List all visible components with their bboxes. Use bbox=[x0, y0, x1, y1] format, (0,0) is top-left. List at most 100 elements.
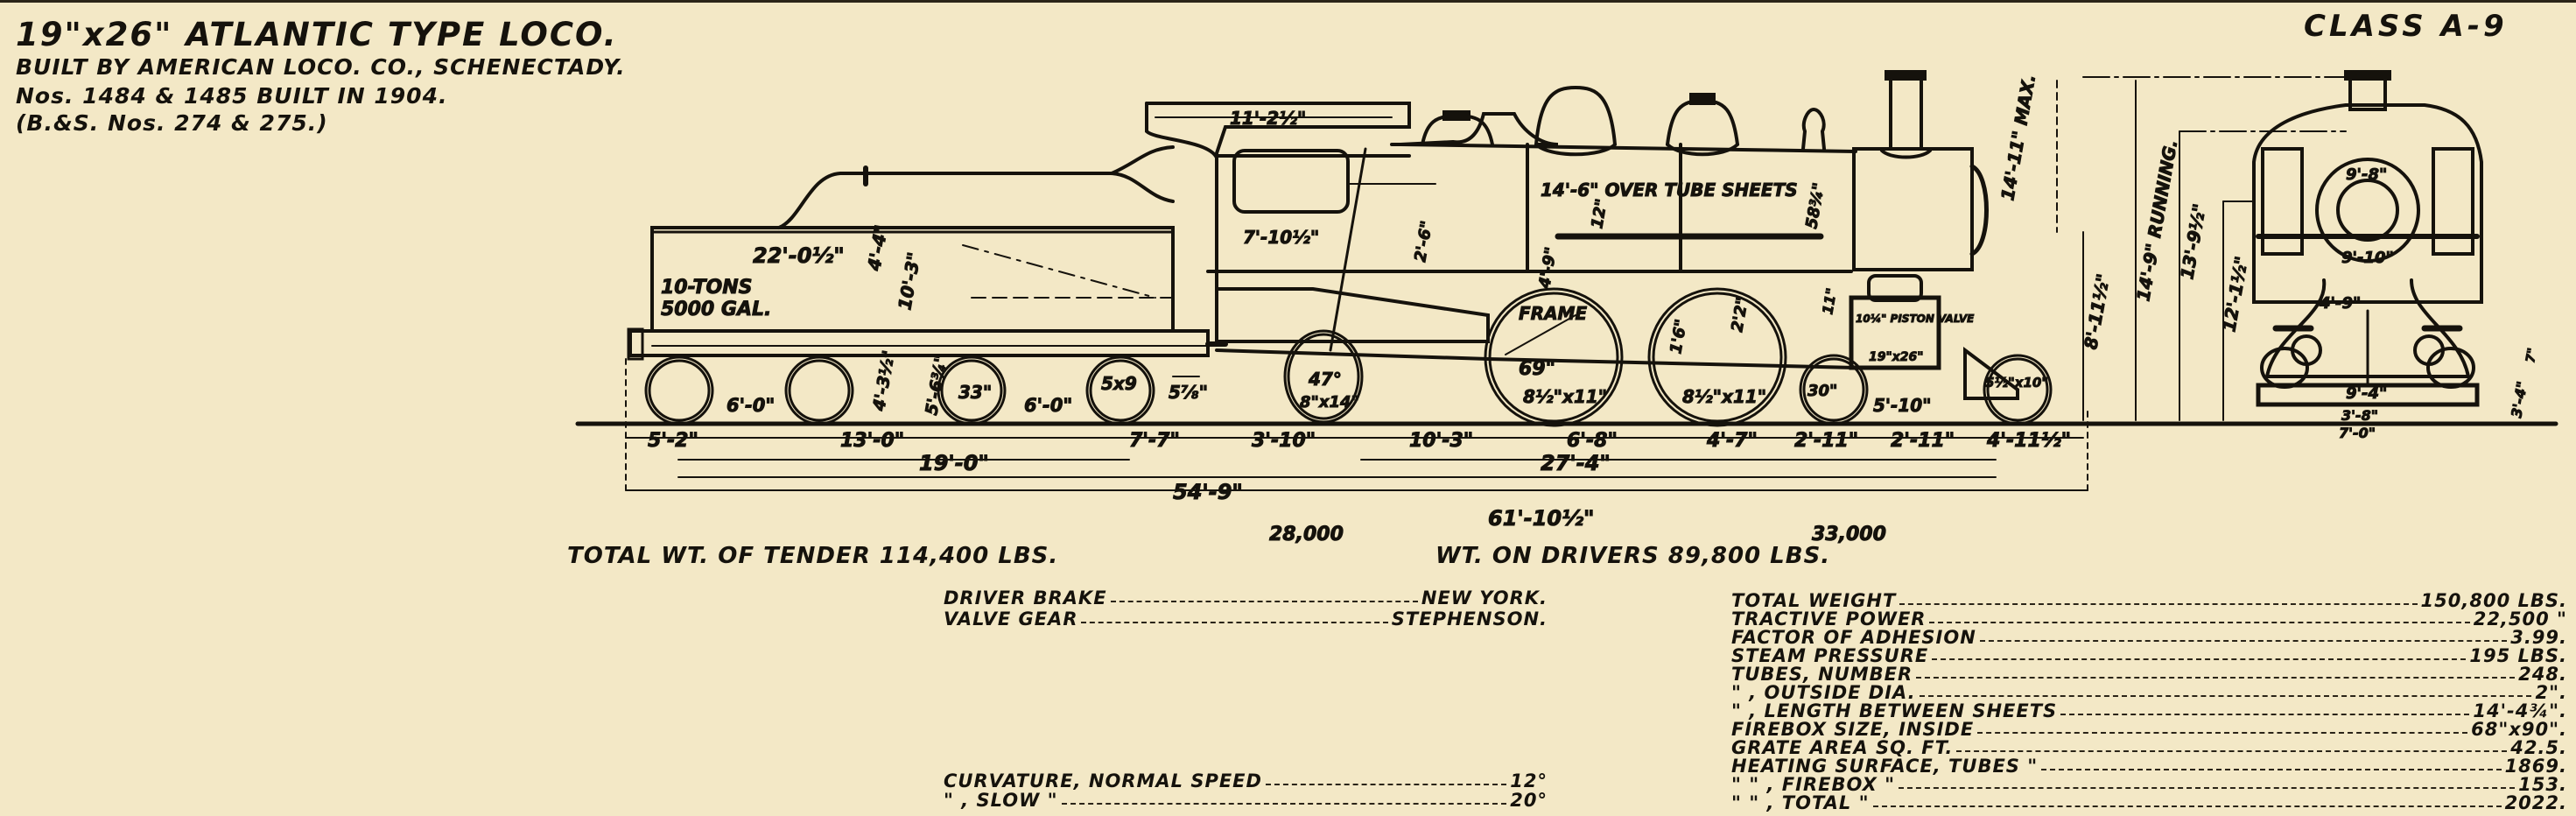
spec-value: STEPHENSON. bbox=[1391, 608, 1548, 630]
dome-height-dim: 13'-9½" bbox=[2176, 202, 2210, 281]
spec-value: 2022. bbox=[2504, 792, 2567, 813]
spec-value: 22,500 " bbox=[2473, 608, 2567, 630]
leader-line bbox=[1919, 684, 2532, 697]
front-view bbox=[2252, 70, 2483, 407]
spec-value: 150,800 LBS. bbox=[2420, 590, 2567, 611]
tender-wheels bbox=[644, 355, 1155, 426]
spec-label: VALVE GEAR bbox=[944, 608, 1078, 630]
leader-line bbox=[1916, 665, 2516, 679]
spec-label: " , LENGTH BETWEEN SHEETS bbox=[1731, 700, 2058, 721]
running-height-dim: 14'-9" RUNNING. bbox=[2132, 138, 2181, 303]
spec-label: " , OUTSIDE DIA. bbox=[1731, 682, 1916, 703]
spec-label: " " , FIREBOX " bbox=[1731, 774, 1896, 795]
front-gauge-outer: 7'-0" bbox=[2339, 425, 2376, 441]
tender-truck-wb-2: 6'-0" bbox=[1024, 395, 1072, 416]
spec-value: 3.99. bbox=[2510, 627, 2567, 648]
spec-row: " , OUTSIDE DIA. 2". bbox=[1731, 684, 2567, 702]
max-height-dim: 14'-11" MAX. bbox=[1997, 73, 2039, 202]
leader-line bbox=[1956, 739, 2508, 752]
total-wheelbase: 54'-9" bbox=[1173, 480, 1243, 504]
spec-label: " , SLOW " bbox=[944, 790, 1058, 811]
numbers-line: Nos. 1484 & 1485 BUILT IN 1904. bbox=[16, 83, 448, 109]
tender-height-tank: 10'-3" bbox=[894, 250, 924, 312]
tender-truck-wb-1: 6'-0" bbox=[726, 395, 775, 416]
driver-journal-2: 8½"x11" bbox=[1682, 386, 1766, 407]
spec-label: FIREBOX SIZE, INSIDE bbox=[1731, 719, 1975, 740]
frame-label: FRAME bbox=[1519, 303, 1587, 324]
tube-sheets-dim: 14'-6" OVER TUBE SHEETS bbox=[1541, 179, 1798, 200]
spec-label: TRACTIVE POWER bbox=[1731, 608, 1927, 630]
leader-line bbox=[1061, 791, 1507, 805]
front-pilot-width: 9'-4" bbox=[2346, 384, 2387, 403]
spec-label: GRATE AREA SQ. FT. bbox=[1731, 737, 1954, 758]
tender-frame-height: 4'-3½" bbox=[869, 348, 899, 412]
centre-height-dim: 8'-11½" bbox=[2080, 272, 2114, 351]
top-border bbox=[0, 0, 2576, 3]
tender-weight: TOTAL WT. OF TENDER 114,400 LBS. bbox=[567, 543, 1059, 569]
wb-dim: 4'-7" bbox=[1706, 430, 1758, 452]
axle-load-1: 28,000 bbox=[1269, 524, 1344, 545]
spec-value: 12° bbox=[1510, 770, 1548, 791]
leader-line bbox=[1929, 610, 2470, 623]
spec-row: GRATE AREA SQ. FT. 42.5. bbox=[1731, 739, 2567, 757]
driver-dia: 69" bbox=[1519, 358, 1555, 380]
wb-dim: 3'-10" bbox=[1252, 430, 1316, 452]
tender-height-top: 4'-4" bbox=[863, 223, 892, 273]
trailer-journal: 8"x14" bbox=[1300, 393, 1359, 412]
spec-value: 2". bbox=[2535, 682, 2567, 703]
wb-dim: 5'-2" bbox=[648, 430, 698, 452]
leader-line bbox=[1899, 776, 2516, 789]
spec-label: STEAM PRESSURE bbox=[1731, 645, 1929, 666]
leader-line bbox=[2041, 757, 2502, 770]
drawbar-dim: 5⅞" bbox=[1169, 382, 1208, 403]
wb-dim: 10'-3" bbox=[1409, 430, 1473, 452]
truck-wheel-dia: 30" bbox=[1807, 382, 1837, 400]
front-pilot-clear: 7" bbox=[2523, 347, 2540, 364]
boiler-dim-3: 58¾" bbox=[1802, 181, 1828, 230]
leader-line bbox=[1932, 647, 2467, 660]
truck-journal: 5½"x10" bbox=[1985, 375, 2048, 390]
leader-line bbox=[1872, 794, 2502, 807]
tender-wheelbase: 19'-0" bbox=[919, 451, 989, 475]
wb-dim: 7'-7" bbox=[1129, 430, 1180, 452]
leader-line bbox=[1110, 589, 1418, 602]
spec-label: DRIVER BRAKE bbox=[944, 587, 1107, 608]
spec-value: 42.5. bbox=[2510, 737, 2567, 758]
truck-wb: 5'-10" bbox=[1873, 395, 1932, 416]
alt-numbers-line: (B.&S. Nos. 274 & 275.) bbox=[16, 110, 328, 136]
spec-label: CURVATURE, NORMAL SPEED bbox=[944, 770, 1262, 791]
tender-journal: 5x9 bbox=[1101, 373, 1137, 394]
spec-value: 195 LBS. bbox=[2469, 645, 2567, 666]
cab bbox=[1145, 102, 1411, 352]
engine-wheelbase: 27'-4" bbox=[1541, 451, 1611, 475]
spec-row: STEAM PRESSURE 195 LBS. bbox=[1731, 647, 2567, 665]
front-width-top: 9'-8" bbox=[2346, 165, 2387, 184]
cab-width-dim: 7'-10½" bbox=[1243, 227, 1319, 248]
boiler-dim-1: 4'-9" bbox=[1535, 246, 1561, 291]
spec-row: CURVATURE, NORMAL SPEED 12° bbox=[944, 772, 1548, 791]
spec-label: TUBES, NUMBER bbox=[1731, 664, 1913, 685]
front-cyl-centres: 4'-9" bbox=[2319, 294, 2361, 313]
leader-line bbox=[1979, 629, 2508, 642]
drawing-title: 19"x26" ATLANTIC TYPE LOCO. bbox=[16, 16, 618, 53]
spec-label: FACTOR OF ADHESION bbox=[1731, 627, 1976, 648]
tender-capacity-gal: 5000 GAL. bbox=[661, 299, 771, 320]
class-label: CLASS A-9 bbox=[2304, 9, 2508, 44]
front-width-mid: 9'-10" bbox=[2341, 249, 2394, 267]
leader-line bbox=[1977, 721, 2468, 734]
tender-length: 22'-0½" bbox=[753, 243, 845, 268]
boiler bbox=[1390, 70, 1989, 273]
spec-label: " " , TOTAL " bbox=[1731, 792, 1870, 813]
wheelbase-row-1: 5'-2" 13'-0" 7'-7" 3'-10" 10'-3" 6'-8" 4… bbox=[648, 430, 2072, 453]
cylinder-dim: 11" bbox=[1819, 286, 1840, 315]
builder-line: BUILT BY AMERICAN LOCO. CO., SCHENECTADY… bbox=[16, 54, 626, 80]
leader-line bbox=[1899, 592, 2418, 605]
spec-value: 1869. bbox=[2504, 756, 2567, 777]
spec-row: " , SLOW "20° bbox=[944, 791, 1548, 810]
wb-dim: 6'-8" bbox=[1567, 430, 1618, 452]
